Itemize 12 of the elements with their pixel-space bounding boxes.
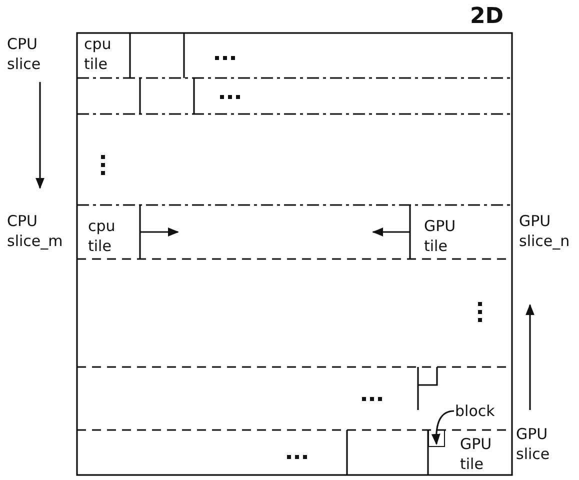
axis-label: CPU slice <box>7 34 42 74</box>
callout-text: block <box>455 402 495 420</box>
axis-label: GPU slice_n <box>519 211 571 251</box>
axis-label: CPU slice_m <box>7 211 64 251</box>
tile-label: cpu tile <box>84 34 112 74</box>
tile-label: GPU tile <box>424 216 457 256</box>
tile-label: cpu tile <box>88 216 116 256</box>
block-cell <box>428 430 445 447</box>
tile-label: GPU tile <box>460 434 493 474</box>
leader-line <box>432 410 454 446</box>
axis-label: GPU slice <box>516 424 551 464</box>
diagram-title: 2D <box>470 3 504 31</box>
